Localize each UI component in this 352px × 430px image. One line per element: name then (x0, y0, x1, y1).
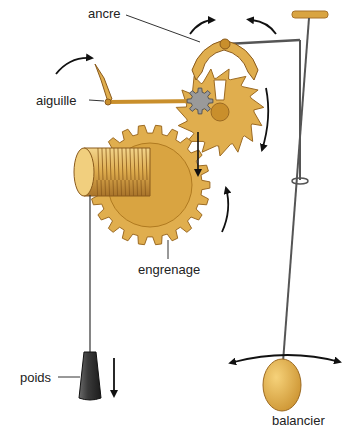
crutch-fork (292, 178, 308, 184)
escape-window (214, 80, 226, 100)
part-label: poids (20, 370, 51, 385)
leader-line (58, 377, 80, 378)
motion-arrow (252, 20, 276, 34)
needle-shaft (108, 101, 200, 102)
pendulum-rod (283, 18, 309, 362)
motion-arrow (197, 132, 199, 175)
swing-arrow (234, 355, 340, 362)
part-label: balancier (272, 413, 325, 428)
motion-arrow (190, 20, 214, 34)
pendulum-support (292, 11, 328, 18)
leader-line (168, 240, 169, 259)
drum-face (74, 148, 94, 196)
motion-arrow (56, 58, 92, 74)
weight (79, 352, 101, 400)
anchor (192, 40, 258, 80)
escape-hub (211, 103, 229, 121)
part-label: aiguille (36, 93, 76, 108)
needle (95, 64, 112, 102)
part-label: ancre (88, 6, 121, 21)
crutch-bar (226, 40, 300, 44)
part-label: engrenage (138, 262, 200, 277)
drum-thread (96, 148, 148, 196)
crutch-rod (299, 40, 301, 180)
needle-hub (105, 99, 111, 105)
cord (89, 195, 90, 352)
anchor-pivot (220, 39, 230, 49)
motion-arrow (262, 88, 268, 150)
leader-line (89, 100, 104, 101)
motion-arrow (222, 188, 228, 232)
pinion (187, 88, 213, 114)
leader-line (126, 15, 200, 42)
bob (263, 359, 301, 411)
weight-arrow (113, 358, 115, 396)
